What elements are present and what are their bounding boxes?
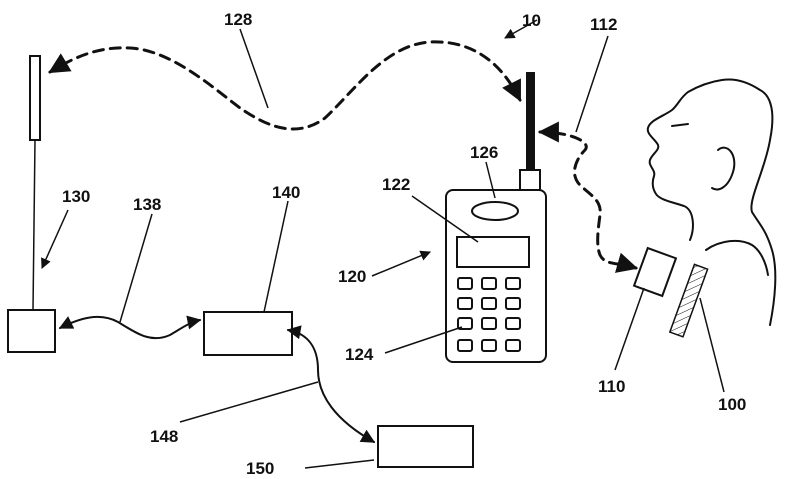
leader-100	[700, 298, 724, 392]
sensor-100	[670, 264, 708, 336]
leader-138	[120, 214, 152, 322]
label-112: 112	[590, 15, 617, 34]
label-110: 110	[598, 377, 625, 396]
leader-150	[305, 460, 374, 468]
leader-148	[180, 382, 318, 422]
label-130: 130	[62, 187, 90, 206]
label-150: 150	[246, 459, 274, 478]
label-128: 128	[224, 10, 252, 29]
label-100: 100	[718, 395, 746, 414]
leader-112	[576, 36, 608, 132]
leader-140	[264, 201, 288, 312]
label-148: 148	[150, 427, 178, 446]
leader-110	[615, 288, 644, 370]
sound-path-112	[540, 132, 636, 268]
leader-128	[240, 29, 268, 108]
cable-138	[60, 317, 200, 338]
terminal-box	[378, 426, 473, 467]
label-122: 122	[382, 175, 410, 194]
processor-box	[204, 312, 292, 355]
leader-130	[42, 210, 68, 268]
base-station-box	[8, 310, 55, 352]
tower-antenna	[30, 56, 40, 310]
label-10: 10	[522, 11, 541, 30]
leader-120	[372, 252, 430, 276]
label-126: 126	[470, 143, 498, 162]
label-140: 140	[272, 183, 300, 202]
label-138: 138	[133, 195, 161, 214]
label-124: 124	[345, 345, 374, 364]
transmitter-110	[634, 248, 676, 296]
radio-link-128	[50, 42, 520, 129]
label-120: 120	[338, 267, 366, 286]
mobile-phone	[446, 72, 546, 362]
person-head-silhouette	[648, 79, 776, 325]
